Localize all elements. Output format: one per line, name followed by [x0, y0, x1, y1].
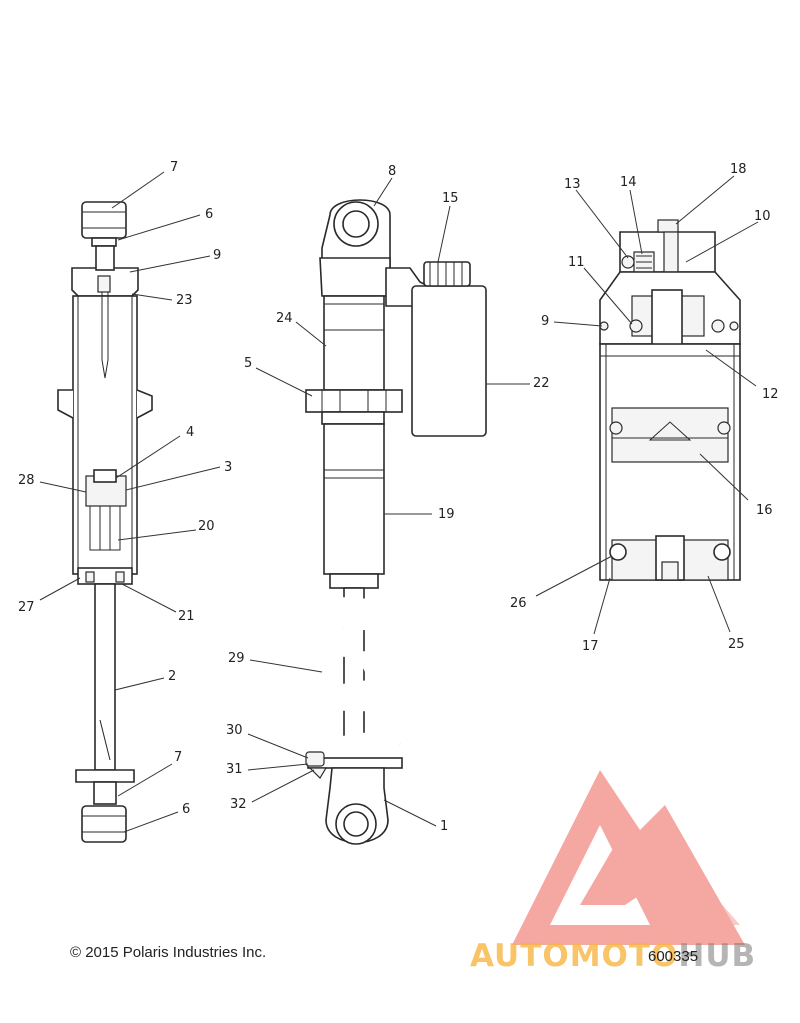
callout-right-25: 25: [728, 637, 745, 652]
callout-right-12: 12: [762, 387, 779, 402]
callout-right-16: 16: [756, 503, 773, 518]
brand-part2: HUB: [678, 938, 757, 974]
callout-right-11: 11: [568, 255, 585, 270]
brand-part1: AUTOMOTO: [470, 938, 679, 974]
callout-left-6-top: 6: [205, 207, 213, 222]
callout-center-5: 5: [244, 356, 252, 371]
callout-right-9: 9: [541, 314, 549, 329]
watermark-brand-text: AUTOMOTOHUB: [470, 938, 756, 974]
callout-left-6-bottom: 6: [182, 802, 190, 817]
callout-right-26: 26: [510, 596, 527, 611]
callout-left-28: 28: [18, 473, 35, 488]
leader-lines: [39, 171, 759, 833]
diagram-number: 600335: [648, 948, 699, 965]
callout-left-7-bottom: 7: [174, 750, 182, 765]
callout-center-29: 29: [228, 651, 245, 666]
callout-right-14: 14: [620, 175, 637, 190]
callout-left-20: 20: [198, 519, 215, 534]
callout-center-19: 19: [438, 507, 455, 522]
callout-right-13: 13: [564, 177, 581, 192]
callout-right-17: 17: [582, 639, 599, 654]
callout-center-22: 22: [533, 376, 550, 391]
callout-center-8: 8: [388, 164, 396, 179]
callout-labels: 7 6 9 23 4 3 28 20 27 21 2 7 6 8 15 24 5…: [18, 160, 779, 834]
callout-center-32: 32: [230, 797, 247, 812]
callout-center-24: 24: [276, 311, 293, 326]
callout-center-15: 15: [442, 191, 459, 206]
callout-left-23: 23: [176, 293, 193, 308]
callout-left-9: 9: [213, 248, 221, 263]
copyright-notice: © 2015 Polaris Industries Inc.: [70, 944, 267, 961]
callout-center-30: 30: [226, 723, 243, 738]
callout-center-1: 1: [440, 819, 448, 834]
callout-left-21: 21: [178, 609, 195, 624]
callout-left-3: 3: [224, 460, 232, 475]
watermark-logo: [512, 770, 745, 945]
right-reservoir-cutaway: [599, 219, 741, 581]
left-shock-cutaway: [57, 201, 153, 843]
coil-spring: [302, 597, 406, 760]
callout-right-10: 10: [754, 209, 771, 224]
callout-left-7-top: 7: [170, 160, 178, 175]
center-shock-assembly: [302, 199, 487, 845]
callout-left-27: 27: [18, 600, 35, 615]
callout-left-2: 2: [168, 669, 176, 684]
callout-left-4: 4: [186, 425, 194, 440]
callout-right-18: 18: [730, 162, 747, 177]
callout-center-31: 31: [226, 762, 243, 777]
